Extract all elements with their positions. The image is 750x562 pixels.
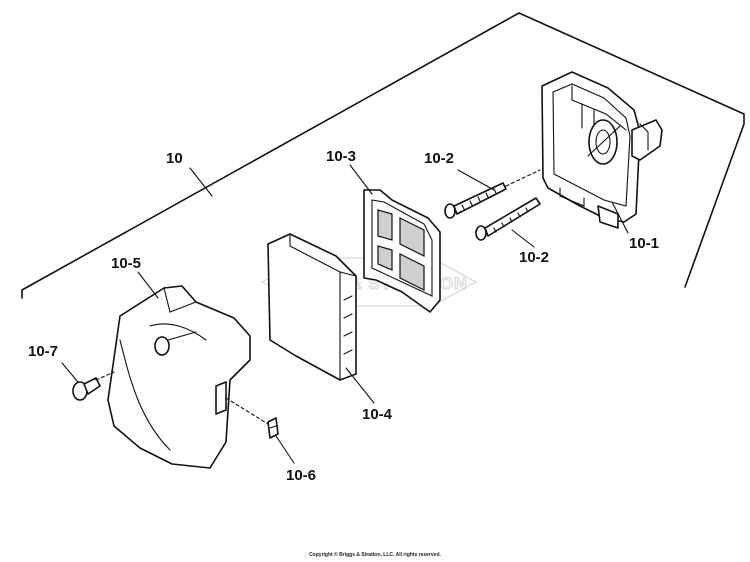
label-10-1: 10-1 [629, 235, 659, 252]
leader-lines [61, 164, 629, 464]
assembly-bracket [21, 12, 745, 299]
clip [225, 397, 279, 439]
label-10-2-upper: 10-2 [424, 150, 454, 167]
label-10-2-lower: 10-2 [519, 249, 549, 266]
copyright-notice: Copyright © Briggs & Stratton, LLC. All … [309, 552, 441, 558]
screw-lower [475, 197, 541, 241]
gasket [363, 189, 441, 313]
label-10-4: 10-4 [362, 406, 393, 423]
air-cleaner-base [541, 71, 663, 229]
label-10-6: 10-6 [286, 467, 316, 484]
air-cleaner-cover [107, 285, 251, 469]
label-10-5: 10-5 [111, 255, 141, 272]
foam-filter [267, 233, 357, 381]
knob-screw [72, 371, 115, 401]
screw-upper [444, 169, 541, 219]
label-10-3: 10-3 [326, 148, 356, 165]
label-10-7: 10-7 [28, 343, 58, 360]
label-10: 10 [166, 150, 183, 167]
